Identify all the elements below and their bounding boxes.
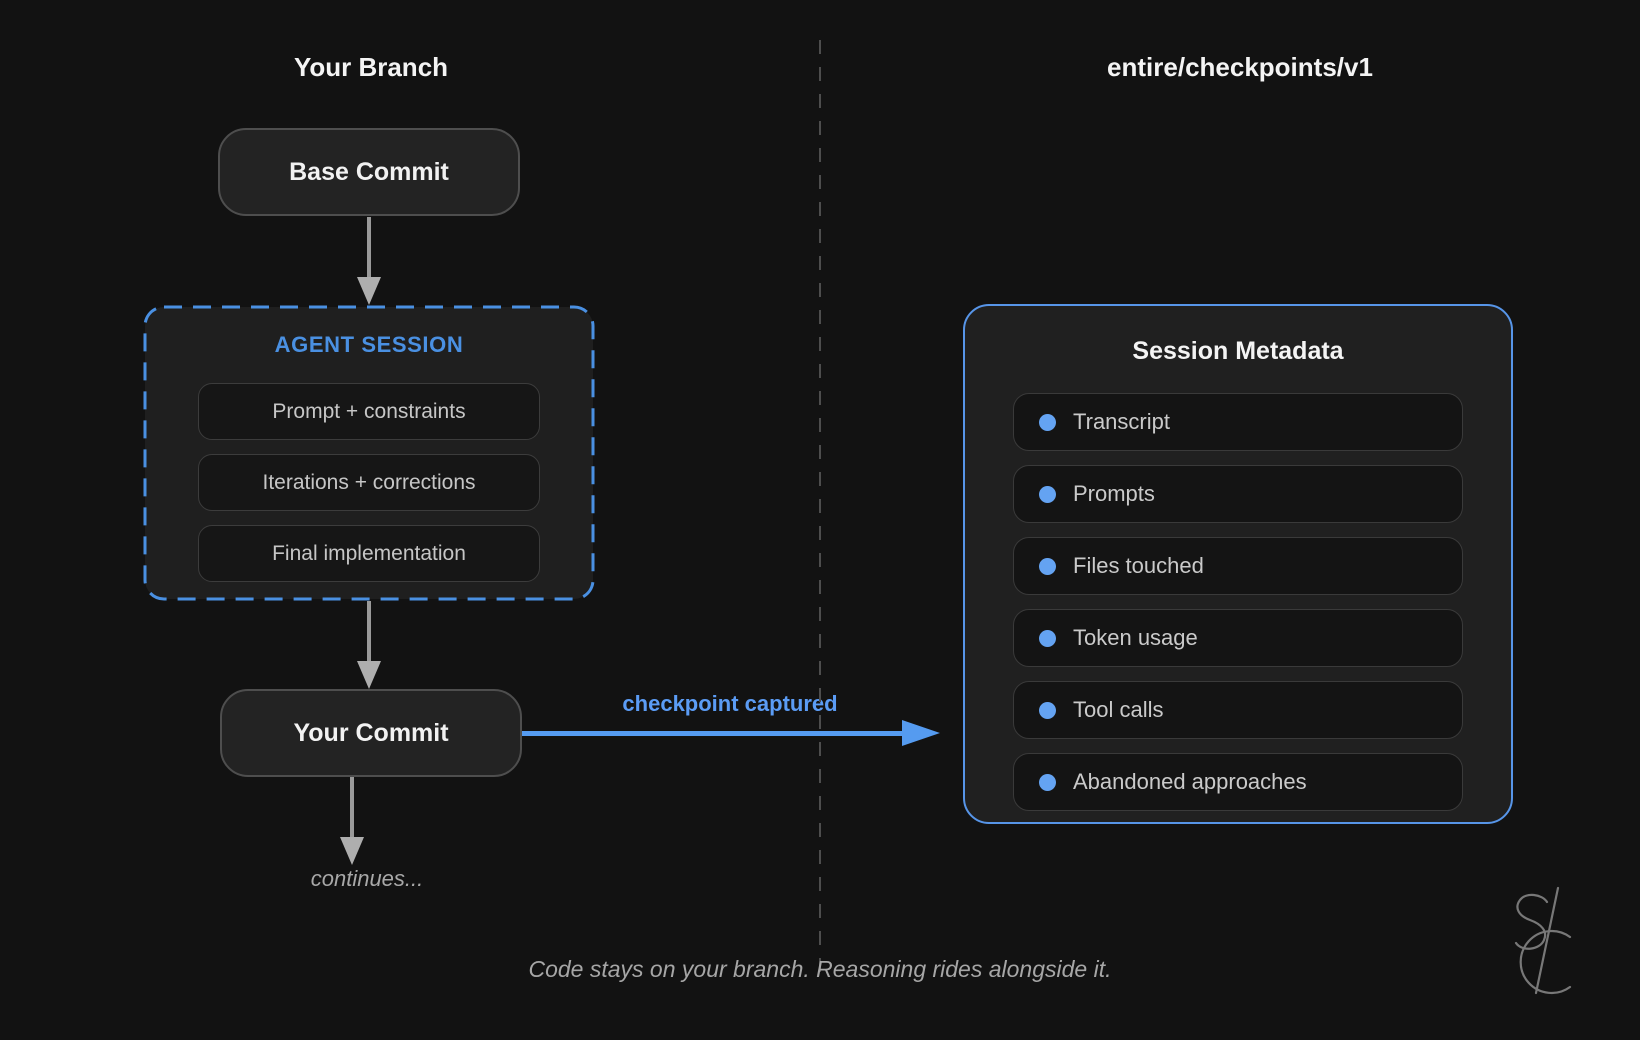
agent-step-label: Final implementation	[272, 541, 466, 565]
agent-step: Final implementation	[198, 525, 540, 582]
bullet-icon	[1039, 701, 1056, 719]
metadata-item-label: Transcript	[1073, 409, 1170, 434]
down-arrow-icon	[357, 217, 381, 305]
metadata-item: Files touched	[1013, 537, 1463, 595]
agent-step: Prompt + constraints	[198, 383, 540, 440]
checkpoint-arrow-label: checkpoint captured	[622, 691, 838, 716]
base-commit-label: Base Commit	[289, 157, 449, 186]
bullet-icon	[1039, 485, 1056, 503]
arrow-shaft	[522, 731, 906, 736]
metadata-item: Abandoned approaches	[1013, 753, 1463, 811]
metadata-item: Prompts	[1013, 465, 1463, 523]
agent-step-label: Iterations + corrections	[262, 470, 476, 494]
metadata-item: Token usage	[1013, 609, 1463, 667]
agent-session-panel: AGENT SESSION Prompt + constraints Itera…	[143, 305, 595, 601]
arrow-head	[340, 837, 364, 865]
your-commit-node: Your Commit	[220, 689, 522, 777]
bullet-icon	[1039, 557, 1056, 575]
branch-divider-line	[819, 40, 821, 985]
checkpoint-arrow-icon	[522, 720, 940, 746]
metadata-item-label: Token usage	[1073, 625, 1198, 650]
footer-caption: Code stays on your branch. Reasoning rid…	[528, 956, 1112, 982]
arrow-shaft	[367, 601, 371, 661]
arrow-shaft	[350, 777, 354, 837]
agent-step: Iterations + corrections	[198, 454, 540, 511]
metadata-item: Tool calls	[1013, 681, 1463, 739]
agent-steps-list: Prompt + constraints Iterations + correc…	[198, 383, 540, 582]
metadata-item-label: Tool calls	[1073, 697, 1164, 722]
metadata-item-label: Abandoned approaches	[1073, 769, 1307, 794]
bullet-icon	[1039, 413, 1056, 431]
continues-label: continues...	[310, 866, 424, 891]
base-commit-node: Base Commit	[218, 128, 520, 216]
arrow-head	[902, 720, 940, 746]
bullet-icon	[1039, 629, 1056, 647]
sc-monogram-logo-icon	[1514, 886, 1572, 995]
agent-session-content: AGENT SESSION Prompt + constraints Itera…	[143, 305, 595, 601]
your-commit-label: Your Commit	[293, 718, 449, 747]
right-column-title: entire/checkpoints/v1	[1107, 52, 1373, 82]
down-arrow-icon	[340, 777, 364, 865]
agent-step-label: Prompt + constraints	[272, 399, 466, 423]
metadata-item: Transcript	[1013, 393, 1463, 451]
arrow-shaft	[367, 217, 371, 277]
metadata-item-label: Prompts	[1073, 481, 1155, 506]
down-arrow-icon	[357, 601, 381, 689]
left-column-title: Your Branch	[293, 52, 449, 82]
metadata-item-label: Files touched	[1073, 553, 1204, 578]
session-metadata-title: Session Metadata	[1132, 337, 1344, 365]
session-metadata-panel: Session Metadata Transcript Prompts File…	[963, 304, 1513, 824]
bullet-icon	[1039, 773, 1056, 791]
agent-session-title: AGENT SESSION	[274, 332, 464, 357]
arrow-head	[357, 277, 381, 305]
arrow-head	[357, 661, 381, 689]
session-metadata-list: Transcript Prompts Files touched Token u…	[1013, 393, 1463, 811]
